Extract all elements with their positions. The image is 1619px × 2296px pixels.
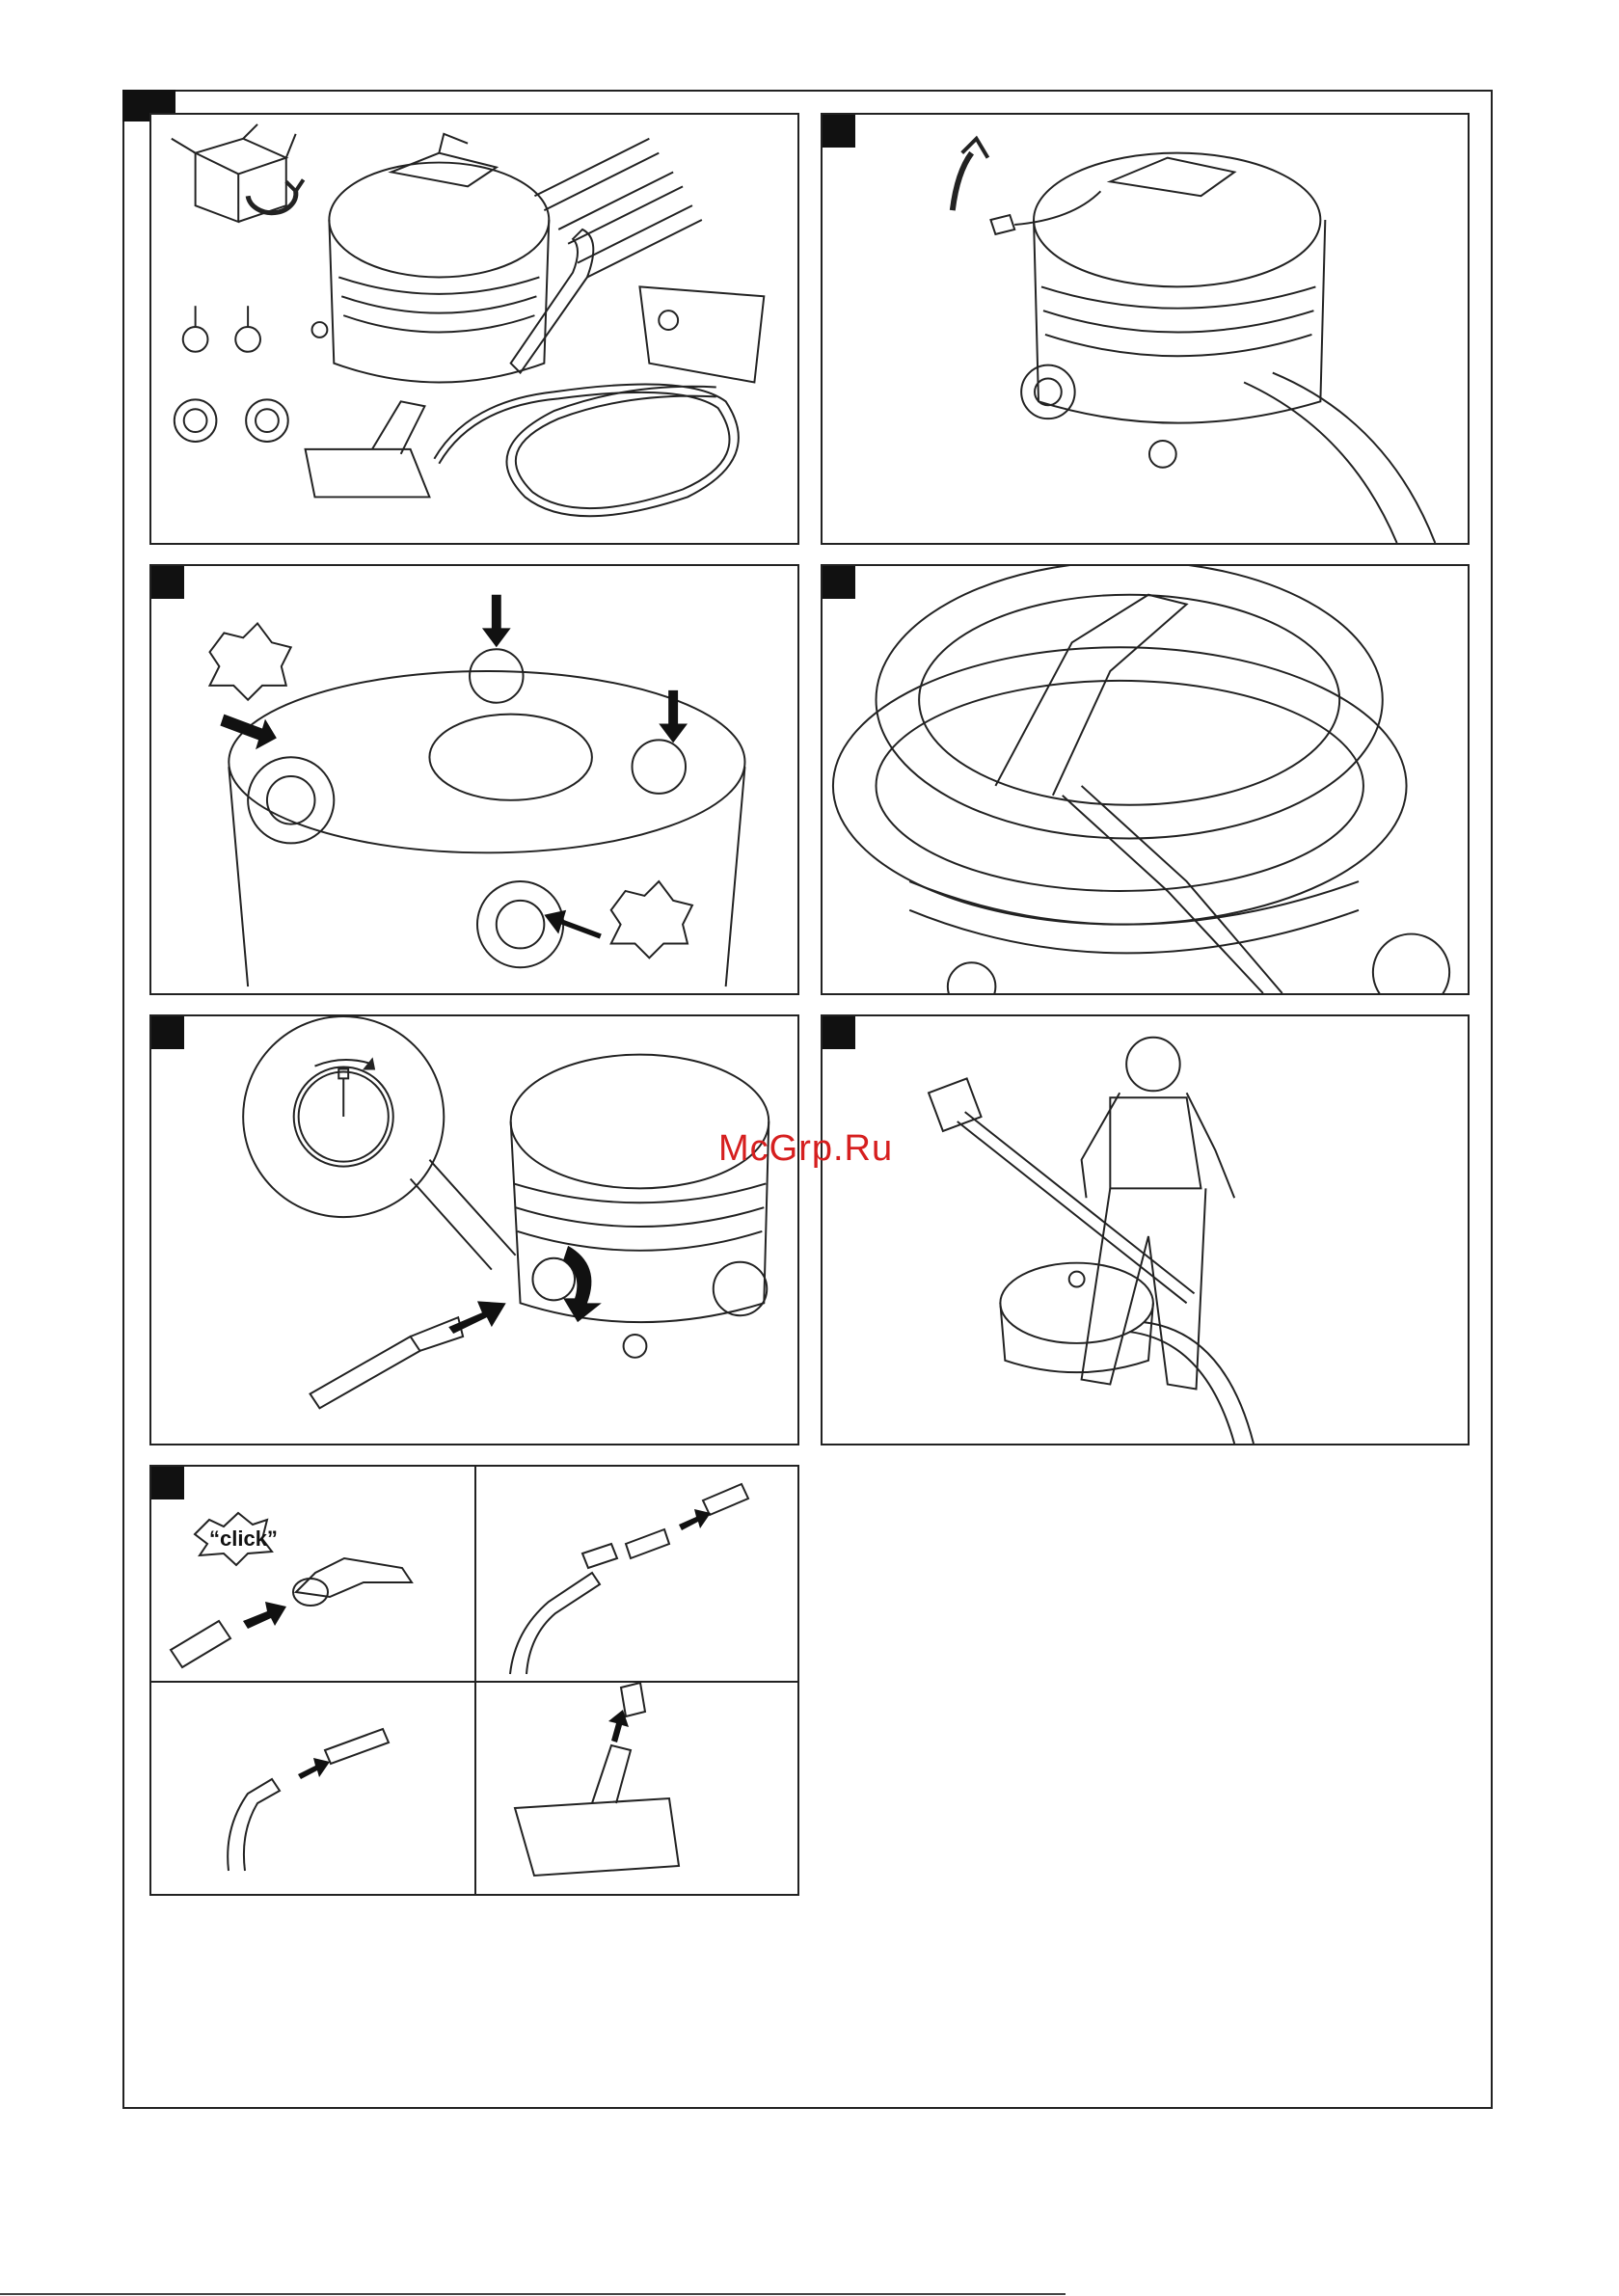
wand-illustration [151,1683,474,1898]
hose-storage-illustration [823,566,1468,993]
unpack-illustration [151,115,797,543]
watermark: McGrp.Ru [718,1128,893,1170]
tubes-illustration [476,1467,801,1681]
accessory-step-floor-nozzle [476,1683,801,1898]
handle-click-illustration: “click” [151,1467,474,1681]
accessory-step-tubes [476,1467,801,1681]
accessory-step-wand [151,1683,474,1898]
connect-hose-illustration [151,1016,797,1444]
panel-usage [821,1014,1470,1445]
accessory-step-handle: “click” [151,1467,474,1681]
click-label: “click” [209,1526,278,1551]
panel-unpack [149,113,799,545]
usage-illustration [823,1016,1468,1444]
floor-nozzle-illustration [476,1683,801,1898]
panel-wheels [149,564,799,995]
panel-hose-storage [821,564,1470,995]
bottom-rule [0,2293,1066,2295]
panel-accessories: “click” [149,1465,799,1896]
panel-power-cord [821,113,1470,545]
panel-connect-hose [149,1014,799,1445]
wheels-illustration [151,566,797,993]
power-cord-illustration [823,115,1468,543]
